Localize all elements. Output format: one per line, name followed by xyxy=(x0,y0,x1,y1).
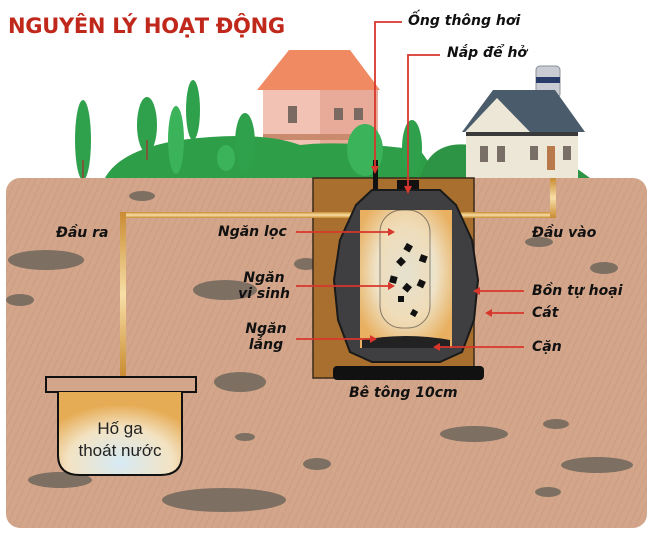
label-settling-chamber: Ngăn lắng xyxy=(240,321,292,353)
septic-tank-icon xyxy=(332,189,480,363)
gray-house-icon xyxy=(462,90,585,178)
label-open-lid: Nắp để hở xyxy=(447,45,528,61)
label-outlet: Đầu ra xyxy=(56,225,109,241)
concrete-base xyxy=(333,366,484,380)
label-inlet: Đầu vào xyxy=(532,225,597,241)
label-drain-pit: Hố ga thoát nước xyxy=(62,418,178,462)
label-drain-pit-line1: Hố ga xyxy=(97,419,143,438)
pink-house-icon xyxy=(257,50,380,145)
label-bio-chamber: Ngăn vi sinh xyxy=(236,270,292,302)
label-bio-chamber-line2: vi sinh xyxy=(238,286,290,302)
label-concrete-base: Bê tông 10cm xyxy=(349,385,458,401)
vent-pipe xyxy=(373,160,378,190)
label-settling-chamber-line2: lắng xyxy=(248,337,284,353)
label-drain-pit-line2: thoát nước xyxy=(78,441,162,460)
page-title: NGUYÊN LÝ HOẠT ĐỘNG xyxy=(8,14,285,38)
label-bio-chamber-line1: Ngăn xyxy=(243,270,285,286)
trees-icon xyxy=(75,80,422,180)
label-septic-tank: Bồn tự hoại xyxy=(532,283,623,299)
pipes xyxy=(120,178,556,377)
label-filter-chamber: Ngăn lọc xyxy=(218,224,287,240)
label-settling-chamber-line1: Ngăn xyxy=(245,321,287,337)
callout-arrows xyxy=(296,21,524,348)
drain-pit-icon xyxy=(45,376,197,476)
label-sand: Cát xyxy=(532,305,559,321)
stones xyxy=(6,191,633,512)
label-vent-pipe: Ống thông hơi xyxy=(408,13,521,29)
label-sediment: Cặn xyxy=(532,339,562,355)
